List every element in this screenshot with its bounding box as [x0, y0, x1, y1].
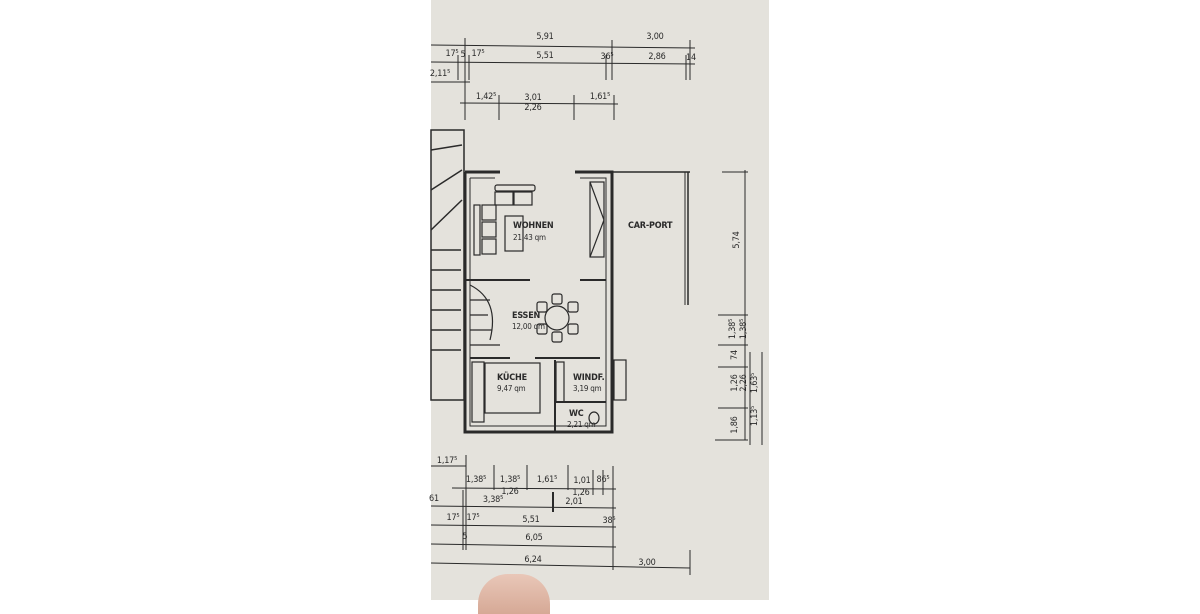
dim-top: 5,91 — [536, 32, 554, 42]
dim-bottom: 1,17⁵ — [436, 456, 458, 466]
room-label-wc: WC — [569, 409, 584, 419]
room-area-wc: 2,21 qm — [567, 420, 596, 429]
dim-top: 14 — [686, 53, 696, 63]
dim-bottom: 17⁵ — [466, 513, 480, 523]
dim-right: 5,74 — [732, 231, 742, 249]
room-label-kueche: KÜCHE — [497, 373, 527, 383]
dim-bottom: 1,61⁵ — [536, 475, 558, 485]
dim-top: 3,00 — [646, 32, 664, 42]
dim-top: 2,86 — [648, 52, 666, 62]
dim-bottom: 6,05 — [525, 533, 543, 543]
dim-top: 5 — [460, 50, 466, 60]
dim-right: 2,26 — [739, 374, 749, 392]
dim-right: 1,86 — [730, 416, 740, 434]
dim-bottom: 61 — [429, 494, 439, 504]
dim-bottom: 5 — [462, 532, 468, 542]
dim-right: 74 — [730, 350, 740, 360]
dim-right: 1,38⁵ — [739, 318, 749, 340]
dimension-lines-top — [430, 38, 696, 120]
dim-bottom: 1,38⁵ — [465, 475, 487, 485]
dim-top: 2,26 — [524, 103, 542, 113]
room-area-essen: 12,00 qm — [512, 322, 545, 331]
dim-top: 5,51 — [536, 51, 554, 61]
fingertip — [478, 574, 550, 614]
dim-bottom: 2,01 — [565, 497, 583, 507]
room-label-wohnen: WOHNEN — [513, 221, 554, 231]
dim-bottom: 1,38⁵ — [499, 475, 521, 485]
dim-right: 1,38⁵ — [728, 318, 738, 340]
room-label-essen: ESSEN — [512, 311, 541, 321]
room-area-kueche: 9,47 qm — [497, 384, 526, 393]
dim-bottom: 86⁵ — [596, 475, 610, 485]
room-area-windfang: 3,19 qm — [573, 384, 602, 393]
dim-bottom: 17⁵ — [446, 513, 460, 523]
dim-right: 1,63⁵ — [750, 372, 760, 394]
dim-top: 1,42⁵ — [475, 92, 497, 102]
dim-bottom: 6,24 — [524, 555, 542, 565]
dim-bottom: 1,26 — [572, 488, 590, 498]
dim-bottom: 5,51 — [522, 515, 540, 525]
room-label-windfang: WINDF. — [573, 373, 605, 383]
dim-top: 17⁵ — [471, 49, 485, 59]
dimension-lines-bottom — [430, 455, 691, 575]
carport-outline — [612, 171, 690, 305]
dim-top: 17⁵ — [445, 49, 459, 59]
room-label-carport: CAR-PORT — [628, 221, 673, 231]
dim-top: 36⁵ — [600, 52, 614, 62]
floor-plan-drawing — [430, 38, 763, 575]
room-area-wohnen: 21,43 qm — [513, 233, 546, 242]
dim-bottom: 3,00 — [638, 558, 656, 568]
neighbour-house — [430, 129, 465, 401]
dim-top: 3,01 — [524, 93, 542, 103]
dim-top: 2,11⁵ — [429, 69, 451, 79]
dim-bottom: 3,38⁵ — [482, 495, 504, 505]
dim-bottom: 1,26 — [501, 487, 519, 497]
dim-right: 1,13⁵ — [750, 405, 760, 427]
dim-top: 1,61⁵ — [589, 92, 611, 102]
dim-bottom: 38⁵ — [602, 516, 616, 526]
dim-bottom: 1,01 — [573, 476, 591, 486]
furniture — [469, 181, 627, 425]
dimension-lines-right — [715, 170, 763, 445]
